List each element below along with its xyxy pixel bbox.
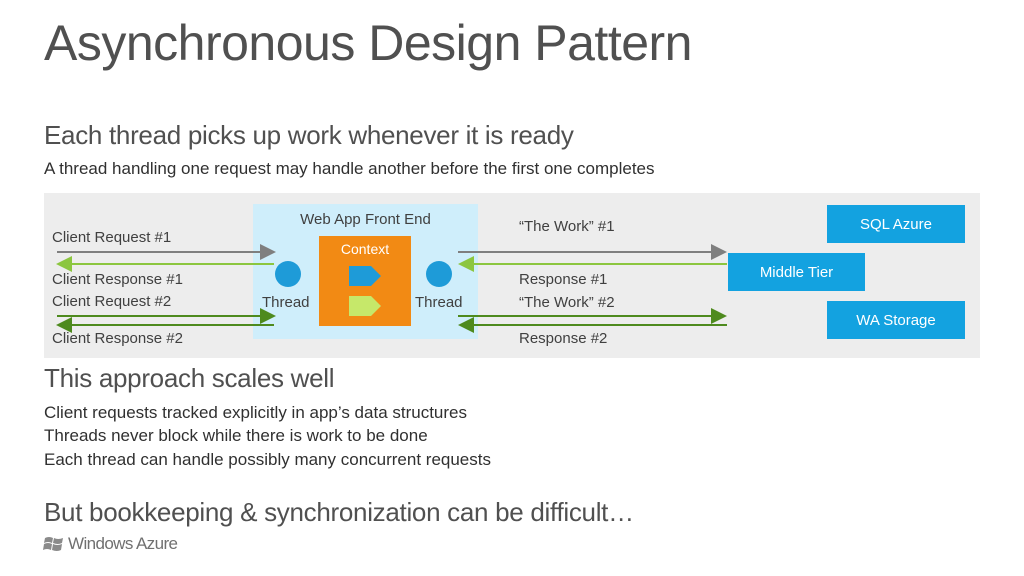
- logo-text: Windows Azure: [68, 534, 178, 553]
- section-heading-bookkeeping: But bookkeeping & synchronization can be…: [44, 497, 634, 527]
- client-response-2-label: Client Response #2: [52, 330, 183, 347]
- response-1-label: Response #1: [519, 271, 608, 288]
- context-label: Context: [340, 241, 390, 257]
- client-request-2-label: Client Request #2: [52, 293, 172, 310]
- thread-left-label: Thread: [262, 294, 310, 311]
- sql-azure-box: SQL Azure: [827, 205, 965, 243]
- thread-right-label: Thread: [415, 294, 463, 311]
- bullet-1: Client requests tracked explicitly in ap…: [44, 403, 467, 422]
- client-response-1-label: Client Response #1: [52, 271, 183, 288]
- middle-tier-box: Middle Tier: [728, 253, 865, 291]
- windows-azure-logo: Windows Azure: [43, 534, 178, 554]
- bullet-2: Threads never block while there is work …: [44, 426, 428, 445]
- context-item-2-icon: [349, 296, 381, 316]
- work-2-label: “The Work” #2: [519, 294, 615, 311]
- client-request-1-label: Client Request #1: [52, 229, 172, 246]
- front-end-label: Web App Front End: [300, 211, 431, 228]
- section-heading-scales: This approach scales well: [44, 363, 335, 393]
- section-heading-threads: Each thread picks up work whenever it is…: [44, 120, 574, 150]
- thread-left-icon: [275, 261, 301, 287]
- wa-storage-box: WA Storage: [827, 301, 965, 339]
- response-2-label: Response #2: [519, 330, 608, 347]
- page-title: Asynchronous Design Pattern: [44, 15, 692, 71]
- bullet-3: Each thread can handle possibly many con…: [44, 450, 491, 469]
- thread-right-icon: [426, 261, 452, 287]
- windows-flag-icon: [43, 537, 63, 551]
- section-subtext-threads: A thread handling one request may handle…: [44, 159, 655, 178]
- context-item-1-icon: [349, 266, 381, 286]
- work-1-label: “The Work” #1: [519, 218, 615, 235]
